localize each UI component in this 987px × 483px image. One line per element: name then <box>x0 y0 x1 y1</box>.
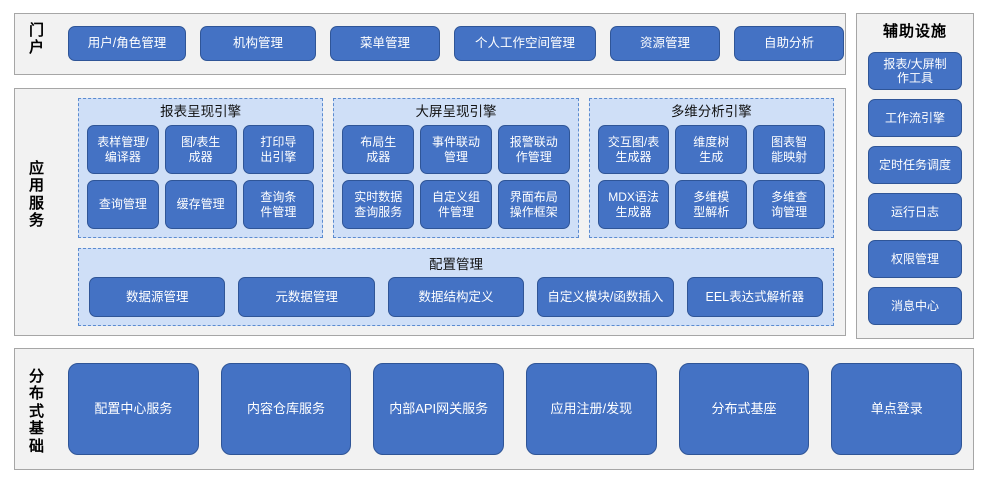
engine-1-item-2[interactable]: 图/表生 成器 <box>164 125 237 175</box>
aux-button-6[interactable]: 消息中心 <box>868 287 962 325</box>
portal-button-6[interactable]: 自助分析 <box>734 26 844 61</box>
engine-1-item-1[interactable]: 表样管理/ 编译器 <box>87 125 159 175</box>
engine-2-item-1[interactable]: 布局生 成器 <box>342 125 415 175</box>
engine-1-item-4[interactable]: 查询管理 <box>87 180 159 229</box>
distributed-base-label: 分 布 式 基 础 <box>28 368 45 455</box>
engine-title-2: 大屏呈现引擎 <box>415 104 497 119</box>
aux-button-5[interactable]: 权限管理 <box>868 240 962 278</box>
engine-3-item-3[interactable]: 图表智 能映射 <box>753 125 825 175</box>
engine-2-item-6[interactable]: 界面布局 操作框架 <box>497 180 570 229</box>
engine-3-item-6[interactable]: 多维查 询管理 <box>753 180 825 229</box>
engine-3-item-2[interactable]: 维度树 生成 <box>675 125 748 175</box>
config-item-1[interactable]: 数据源管理 <box>89 277 226 317</box>
portal-button-3[interactable]: 菜单管理 <box>330 26 440 61</box>
engine-2-item-2[interactable]: 事件联动 管理 <box>420 125 492 175</box>
application-services-label: 应 用 服 务 <box>28 160 45 230</box>
engine-title-1: 报表呈现引擎 <box>160 104 242 119</box>
engine-2-item-3[interactable]: 报警联动 作管理 <box>497 125 570 175</box>
config-management-title: 配置管理 <box>429 257 483 272</box>
engine-3-item-1[interactable]: 交互图/表 生成器 <box>597 125 670 175</box>
engine-group-2: 大屏呈现引擎布局生 成器事件联动 管理报警联动 作管理实时数据 查询服务自定义组… <box>333 98 579 238</box>
portal-button-4[interactable]: 个人工作空间管理 <box>454 26 596 61</box>
base-item-2[interactable]: 内容仓库服务 <box>220 363 352 455</box>
engine-3-item-4[interactable]: MDX语法 生成器 <box>597 180 670 229</box>
engine-3-item-5[interactable]: 多维模 型解析 <box>675 180 748 229</box>
engine-group-1: 报表呈现引擎表样管理/ 编译器图/表生 成器打印导 出引擎查询管理缓存管理查询条… <box>78 98 324 238</box>
base-item-4[interactable]: 应用注册/发现 <box>526 363 657 455</box>
base-item-1[interactable]: 配置中心服务 <box>68 363 199 455</box>
portal-band-label: 门 户 <box>28 22 45 57</box>
base-item-6[interactable]: 单点登录 <box>831 363 963 455</box>
config-item-4[interactable]: 自定义模块/函数插入 <box>537 277 674 317</box>
aux-facilities-list: 报表/大屏制 作工具工作流引擎定时任务调度运行日志权限管理消息中心 <box>868 52 962 332</box>
engine-grid-2: 布局生 成器事件联动 管理报警联动 作管理实时数据 查询服务自定义组 件管理界面… <box>342 125 570 229</box>
portal-button-5[interactable]: 资源管理 <box>610 26 720 61</box>
engine-grid-1: 表样管理/ 编译器图/表生 成器打印导 出引擎查询管理缓存管理查询条 件管理 <box>87 125 315 229</box>
portal-button-1[interactable]: 用户/角色管理 <box>68 26 186 61</box>
distributed-base-items: 配置中心服务内容仓库服务内部API网关服务应用注册/发现分布式基座单点登录 <box>68 363 963 455</box>
config-item-3[interactable]: 数据结构定义 <box>387 277 525 317</box>
portal-button-group: 用户/角色管理机构管理菜单管理个人工作空间管理资源管理自助分析 <box>68 26 844 63</box>
config-item-5[interactable]: EEL表达式解析器 <box>686 277 824 317</box>
aux-button-4[interactable]: 运行日志 <box>868 193 962 231</box>
engines-row: 报表呈现引擎表样管理/ 编译器图/表生 成器打印导 出引擎查询管理缓存管理查询条… <box>78 98 834 238</box>
aux-button-3[interactable]: 定时任务调度 <box>868 146 962 184</box>
aux-facilities-title: 辅助设施 <box>882 23 947 40</box>
base-item-5[interactable]: 分布式基座 <box>678 363 810 455</box>
config-management-items: 数据源管理元数据管理数据结构定义自定义模块/函数插入 EEL表达式解析器 <box>89 277 824 317</box>
engine-1-item-6[interactable]: 查询条 件管理 <box>242 180 315 229</box>
aux-button-2[interactable]: 工作流引擎 <box>868 99 962 137</box>
engine-2-item-4[interactable]: 实时数据 查询服务 <box>342 180 415 229</box>
engine-title-3: 多维分析引擎 <box>670 104 752 119</box>
engine-group-3: 多维分析引擎交互图/表 生成器维度树 生成图表智 能映射 MDX语法 生成器多维模… <box>588 98 834 238</box>
config-item-2[interactable]: 元数据管理 <box>238 277 375 317</box>
base-item-3[interactable]: 内部API网关服务 <box>373 363 505 455</box>
engine-2-item-5[interactable]: 自定义组 件管理 <box>420 180 492 229</box>
engine-1-item-5[interactable]: 缓存管理 <box>164 180 237 229</box>
config-management-group: 配置管理 数据源管理元数据管理数据结构定义自定义模块/函数插入 EEL表达式解析器 <box>78 248 834 326</box>
engine-1-item-3[interactable]: 打印导 出引擎 <box>242 125 315 175</box>
engine-grid-3: 交互图/表 生成器维度树 生成图表智 能映射 MDX语法 生成器多维模 型解析多维… <box>597 125 825 229</box>
portal-button-2[interactable]: 机构管理 <box>200 26 316 61</box>
aux-button-1[interactable]: 报表/大屏制 作工具 <box>868 52 962 90</box>
